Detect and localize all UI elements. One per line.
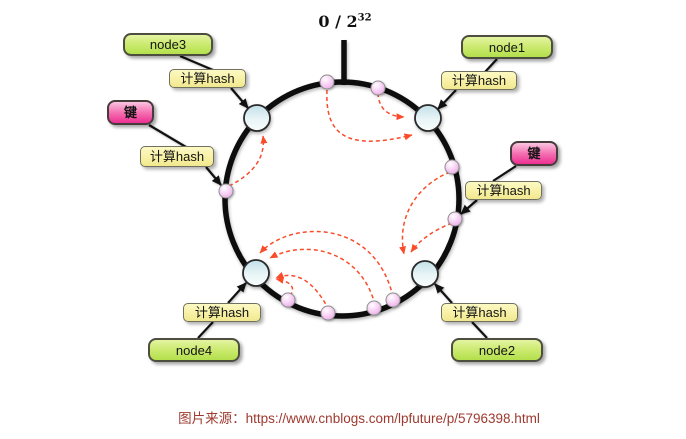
node3-box: node3 [123,33,213,56]
key-dot-bottom-2 [320,305,336,321]
hash-label-node4: 计算hash [194,305,250,320]
key-dot-bottom-1 [280,292,296,308]
ring-node-circle-node1 [414,104,442,132]
connector-node4-to-hash [197,321,214,339]
hash-box-node3: 计算hash [169,69,246,88]
mapping-arrow-top-left-dot-to-node1 [326,89,413,142]
key-box-left: 键 [107,100,154,125]
ring-node-circles [242,104,442,288]
node2-box: node2 [451,338,543,362]
arrow-hash-to-ring-keyleft [205,166,222,186]
mapping-arrow-left-key-to-node3 [228,135,268,187]
connector-keyright-to-hash [492,165,517,182]
node4-label: node4 [175,342,213,358]
hash-label-node1: 计算hash [451,73,507,88]
arrow-hash-to-ring-keyright [460,199,478,215]
connector-keyleft-to-hash [148,124,187,148]
key-dot-bottom-4 [385,292,401,308]
node1-box: node1 [461,35,553,59]
connector-node3-to-hash [179,54,214,72]
hash-box-node1: 计算hash [441,71,517,90]
key-label-right: 键 [527,146,541,161]
mapping-arrow-right-dot-to-node2 [399,171,451,255]
hash-label-node2: 计算hash [452,305,507,320]
hash-box-key-right: 计算hash [465,181,542,200]
mapping-arrow-bottom-dot2-to-node4 [275,271,330,311]
ring-node-circle-node3 [243,104,271,132]
key-dot-right-lower [447,211,463,227]
connector-node1-to-hash [484,58,498,73]
node4-box: node4 [148,338,240,362]
key-label-left: 键 [123,105,137,120]
hash-box-key-left: 计算hash [140,146,214,167]
arrow-hash-to-ring-node1 [437,89,457,110]
hash-label-key-left: 计算hash [149,149,205,164]
image-source-caption: 图片来源：https://www.cnblogs.com/lpfuture/p/… [178,411,540,426]
hash-label-node3: 计算hash [180,71,235,86]
arrow-hash-to-ring-node2 [434,283,453,304]
node2-label: node2 [478,342,516,358]
key-dot-top-right [370,80,386,96]
connector-node2-to-hash [471,321,488,339]
key-dot-bottom-3 [366,300,382,316]
node3-label: node3 [149,37,187,52]
label-connectors [148,54,517,339]
origin-label-base: 0 / 2 [318,12,358,31]
key-dot-right-upper [444,159,460,175]
arrow-hash-to-ring-node4 [227,282,247,304]
key-dots [218,74,463,321]
hash-box-node2: 计算hash [441,303,518,322]
mapping-arrow-top-dot-to-node1 [377,92,405,121]
hash-label-key-right: 计算hash [476,183,531,198]
key-dot-left [218,183,234,199]
mapping-arrow-bottom-dot3-to-node4 [269,248,376,306]
mapping-arrow-bottom-dot4-to-node4 [259,230,394,298]
hash-box-node4: 计算hash [183,303,261,322]
ring-origin-label: 0 / 232 [314,12,376,31]
ring-node-circle-node2 [411,260,439,288]
node1-label: node1 [488,39,526,55]
key-box-right: 键 [510,141,558,166]
key-dot-top-left [319,74,335,90]
arrow-hash-to-ring-node3 [230,87,249,109]
ring-node-circle-node4 [242,259,270,287]
origin-label-exponent: 32 [357,12,372,24]
